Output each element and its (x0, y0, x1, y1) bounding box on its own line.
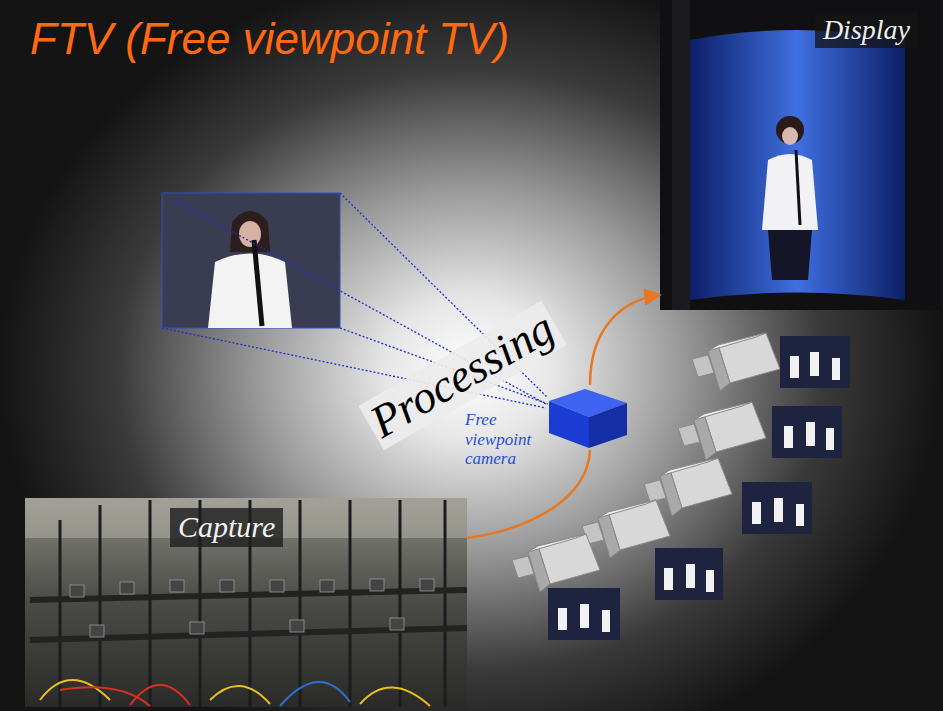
node-label: Free viewpoint camera (465, 410, 541, 469)
camera-array (512, 333, 850, 640)
flow-label: Processing (358, 300, 566, 449)
title: FTV (Free viewpoint TV) (30, 14, 509, 64)
node-label: Capture (170, 508, 283, 547)
flow-arrow (590, 295, 660, 385)
node-label: Display (815, 12, 918, 48)
camera-shape (545, 385, 630, 450)
display-panel: Display (660, 0, 940, 310)
free-viewpoint-camera: Free viewpoint camera (545, 385, 630, 450)
display-photo (660, 0, 940, 310)
capture-panel: Capture (25, 498, 467, 707)
capture-photo (25, 498, 467, 707)
